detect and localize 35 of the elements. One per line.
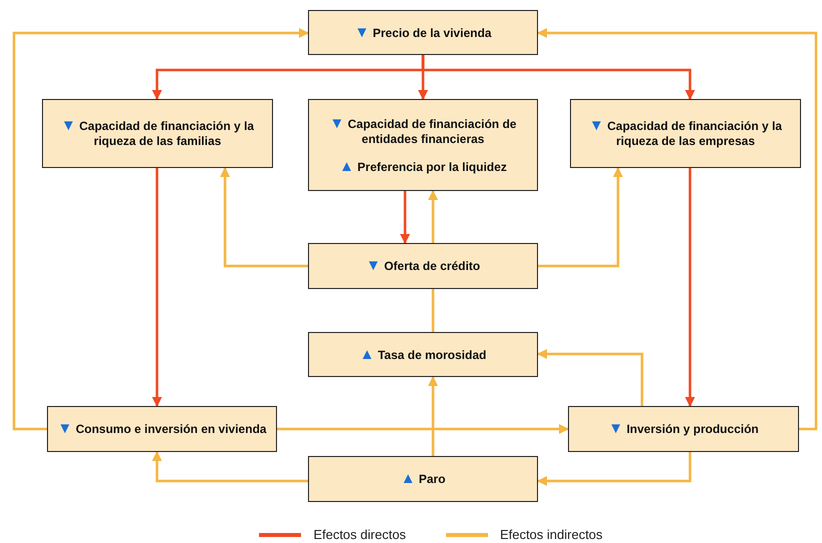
arrow bbox=[12, 28, 309, 430]
arrow bbox=[537, 349, 644, 406]
process-box bbox=[308, 456, 538, 502]
arrow bbox=[220, 167, 308, 268]
node-label: ▲ Paro bbox=[400, 471, 446, 487]
arrow bbox=[538, 167, 623, 268]
arrow bbox=[400, 191, 410, 244]
arrow bbox=[152, 451, 308, 482]
process-box bbox=[308, 332, 538, 377]
arrow bbox=[685, 168, 695, 407]
process-box bbox=[308, 10, 538, 55]
node-label: ▲ Preferencia por la liquidez bbox=[339, 158, 507, 174]
node-label: ▼ Capacidad de financiación y la riqueza de las familias bbox=[60, 118, 255, 149]
process-box bbox=[42, 99, 273, 168]
arrow bbox=[428, 376, 438, 456]
arrow bbox=[537, 28, 818, 430]
legend-label: Efectos indirectos bbox=[500, 527, 603, 542]
process-box bbox=[47, 406, 277, 452]
arrow bbox=[537, 452, 692, 486]
arrow bbox=[277, 424, 569, 434]
node-label: ▲ Tasa de morosidad bbox=[360, 346, 486, 362]
node-label: ▼ Capacidad de financiación de entidades financieras bbox=[328, 116, 518, 146]
node-label: ▼ Precio de la vivienda bbox=[354, 24, 492, 40]
node-label: ▼ Capacidad de financiación y la riqueza de las empresas bbox=[588, 118, 783, 149]
process-box bbox=[308, 99, 538, 191]
node-label: ▼ Inversión y producción bbox=[608, 421, 759, 437]
arrow bbox=[428, 190, 438, 243]
node-label: ▼ Oferta de crédito bbox=[366, 258, 480, 274]
arrow bbox=[152, 168, 162, 407]
process-box bbox=[308, 243, 538, 289]
process-box bbox=[568, 406, 799, 452]
legend-label: Efectos directos bbox=[313, 527, 406, 542]
arrow bbox=[422, 55, 695, 100]
node-label: ▼ Consumo e inversión en vivienda bbox=[58, 421, 266, 437]
process-box bbox=[570, 99, 801, 168]
